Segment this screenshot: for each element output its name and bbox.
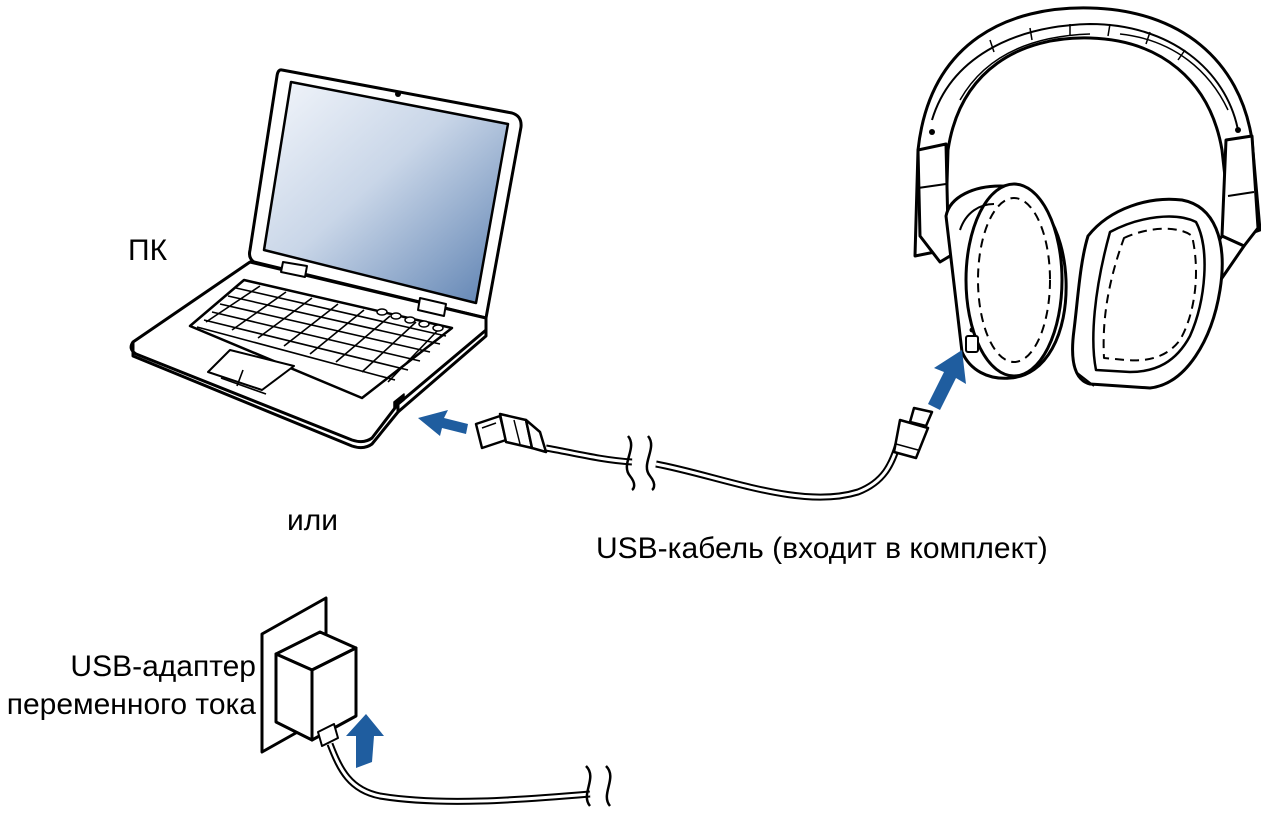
arrow-to-laptop-icon xyxy=(418,410,468,436)
usb-cable-icon xyxy=(545,435,902,501)
usb-cable-label: USB-кабель (входит в комплект) xyxy=(596,532,1048,565)
pc-label: ПК xyxy=(128,234,168,267)
micro-usb-plug-icon xyxy=(892,406,934,460)
laptop-icon xyxy=(129,68,523,450)
headphones-icon xyxy=(913,6,1261,390)
laptop-screen xyxy=(262,80,510,305)
touchpad xyxy=(207,349,295,391)
usb-adapter-label-line2: переменного тока xyxy=(6,688,256,721)
arrow-to-adapter-icon xyxy=(346,714,384,768)
or-label: или xyxy=(287,504,339,537)
usb-adapter-label: USB-адаптер переменного тока xyxy=(0,648,256,724)
webcam-icon xyxy=(395,91,401,97)
usb-adapter-label-line1: USB-адаптер xyxy=(70,650,256,683)
usb-ac-adapter-icon xyxy=(274,630,358,747)
laptop-usb-port xyxy=(393,393,405,409)
usb-a-plug-icon xyxy=(474,412,548,454)
headphones-usb-port xyxy=(965,335,979,353)
arrow-to-headphones-icon xyxy=(928,350,966,410)
adapter-cable-icon xyxy=(326,742,612,807)
